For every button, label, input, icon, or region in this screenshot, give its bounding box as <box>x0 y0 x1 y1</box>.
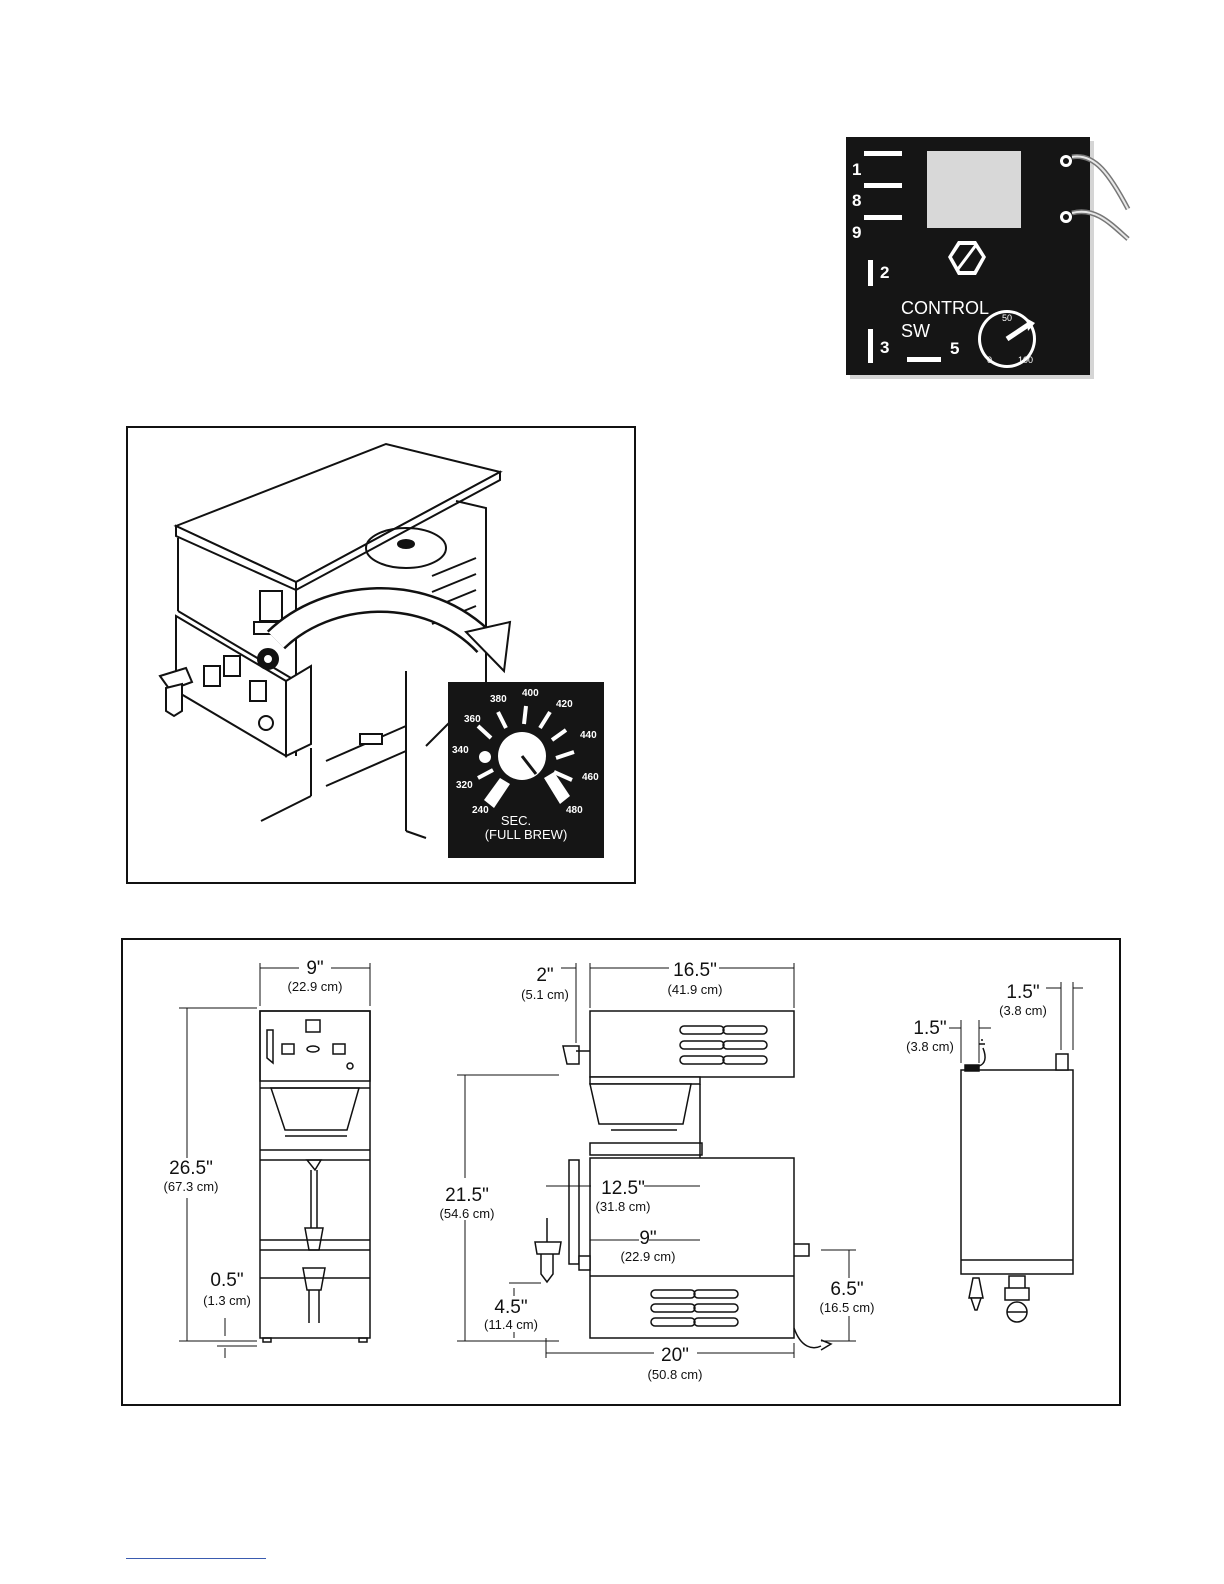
inlet-height-inch: 6.5" <box>830 1279 863 1300</box>
rear-right-inch: 1.5" <box>1006 982 1039 1003</box>
inlet-height-cm: (16.5 cm) <box>820 1300 875 1315</box>
dial-mark-0: 0 <box>987 355 992 365</box>
timer-setting-360: 360 <box>464 714 481 725</box>
total-height-inch: 26.5" <box>169 1158 213 1179</box>
server-inner-inch: 9" <box>639 1228 656 1249</box>
front-view <box>260 1011 370 1342</box>
timer-adjust-figure: 240 320 340 360 380 400 420 440 460 480 … <box>126 426 638 886</box>
leg-height-inch: 0.5" <box>210 1270 243 1291</box>
label-window <box>927 151 1021 228</box>
timer-setting-420: 420 <box>556 699 573 710</box>
faucet-offset-inch: 2" <box>536 965 553 986</box>
server-inner-cm: (22.9 cm) <box>621 1249 676 1264</box>
server-width-inch: 12.5" <box>601 1178 645 1199</box>
terminal-9: 9 <box>852 223 861 242</box>
switch-label: SW <box>901 321 930 341</box>
timer-setting-240: 240 <box>472 805 489 816</box>
rear-left-cm: (3.8 cm) <box>906 1039 954 1054</box>
footer-rule <box>126 1558 266 1559</box>
terminal-5: 5 <box>950 339 959 358</box>
timer-dial-panel: 240 320 340 360 380 400 420 440 460 480 … <box>448 682 604 858</box>
dimensions-figure: 9" (22.9 cm) 26.5" (67.3 cm) 0.5" (1.3 c… <box>121 938 1123 1408</box>
total-height-cm: (67.3 cm) <box>164 1179 219 1194</box>
server-width-cm: (31.8 cm) <box>596 1199 651 1214</box>
front-width-inch: 9" <box>306 958 323 979</box>
timer-setting-400: 400 <box>522 688 539 699</box>
terminal-2: 2 <box>880 263 889 282</box>
timer-unit: SEC. <box>501 813 531 828</box>
terminal-8: 8 <box>852 191 861 210</box>
base-height-cm: (54.6 cm) <box>440 1206 495 1221</box>
timer-setting-320: 320 <box>456 780 473 791</box>
overall-depth-cm: (50.8 cm) <box>648 1367 703 1382</box>
leg-height-cm: (1.3 cm) <box>203 1293 251 1308</box>
terminal-1: 1 <box>852 160 861 179</box>
rear-left-inch: 1.5" <box>913 1018 946 1039</box>
side-depth-inch: 16.5" <box>673 960 717 981</box>
timer-setting-440: 440 <box>580 730 597 741</box>
faucet-height-cm: (11.4 cm) <box>484 1317 538 1332</box>
timer-setting-460: 460 <box>582 772 599 783</box>
timer-setting-380: 380 <box>490 694 507 705</box>
control-dial: 0 50 100 <box>978 310 1036 368</box>
faucet-height-inch: 4.5" <box>494 1297 527 1318</box>
dial-mark-100: 100 <box>1018 355 1033 365</box>
timer-setting-340: 340 <box>452 745 469 756</box>
rear-right-cm: (3.8 cm) <box>999 1003 1047 1018</box>
timer-setting-480: 480 <box>566 805 583 816</box>
terminal-3: 3 <box>880 338 889 357</box>
faucet-offset-cm: (5.1 cm) <box>521 987 569 1002</box>
control-label: CONTROL <box>901 298 989 318</box>
overall-depth-inch: 20" <box>661 1345 689 1366</box>
control-switch-board: 1 8 9 2 3 5 CONTROL SW 0 50 100 <box>840 135 1140 390</box>
timer-caption: (FULL BREW) <box>485 827 568 842</box>
base-height-inch: 21.5" <box>445 1185 489 1206</box>
dial-mark-50: 50 <box>1002 313 1012 323</box>
front-width-cm: (22.9 cm) <box>288 979 343 994</box>
side-depth-cm: (41.9 cm) <box>668 982 723 997</box>
